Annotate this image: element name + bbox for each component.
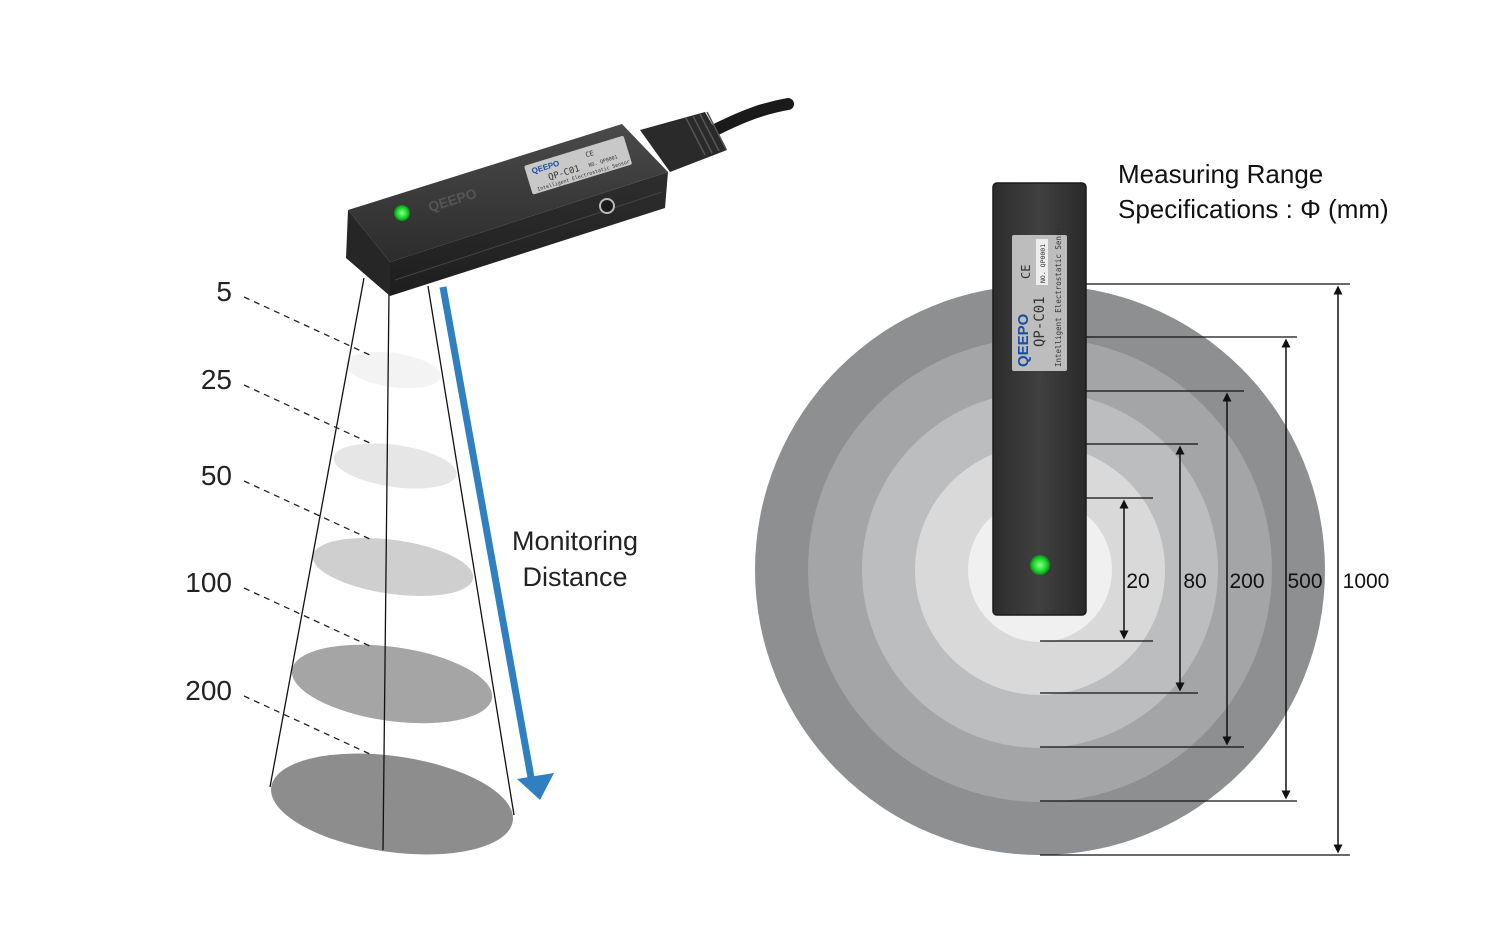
sensor-side-face [390, 172, 668, 296]
sensor-connector [640, 112, 727, 172]
detection-ellipse-100 [291, 644, 493, 724]
sensor-perspective: QEEPO QP-C01 Intelligent Electrostatic S… [346, 98, 794, 296]
monitoring-label-line1: Monitoring [512, 526, 638, 556]
distance-leader-lines [243, 296, 373, 756]
sensor-led-indicator [394, 205, 410, 221]
sensor-front-face [346, 210, 390, 296]
range-label-500: 500 [1287, 570, 1322, 593]
distance-label-25: 25 [201, 364, 232, 395]
detection-ellipses [271, 351, 513, 855]
monitoring-distance-diagram: 5 25 50 100 200 Monitoring Distance [185, 98, 794, 855]
dimension-arrows [1119, 285, 1343, 854]
sensor-top-label-sticker [1012, 235, 1067, 371]
sensor-top-view: QEEPO QP-C01 Intelligent Electrostatic S… [992, 182, 1087, 616]
distance-labels: 5 25 50 100 200 [185, 276, 232, 706]
distance-label-100: 100 [185, 567, 232, 598]
monitoring-distance-arrow [439, 286, 554, 800]
detection-cone [269, 277, 515, 851]
sensor-label-sticker [524, 136, 632, 195]
sensor-jack-icon [599, 198, 615, 214]
range-label-200: 200 [1229, 570, 1264, 593]
distance-label-200: 200 [185, 675, 232, 706]
measuring-range-title-line1: Measuring Range [1118, 159, 1323, 189]
svg-text:CE: CE [584, 149, 594, 159]
svg-text:Intelligent Electrostatic Sens: Intelligent Electrostatic Sensor [1054, 222, 1063, 367]
sensor-top-led-indicator [1030, 555, 1050, 575]
range-label-80: 80 [1183, 570, 1206, 593]
sensor-cable [709, 98, 794, 136]
distance-label-5: 5 [216, 276, 232, 307]
monitoring-label-line2: Distance [522, 562, 627, 592]
svg-text:QP-C01: QP-C01 [1032, 296, 1048, 347]
detection-ellipse-5 [345, 351, 441, 389]
detection-ellipse-25 [333, 443, 457, 489]
distance-label-50: 50 [201, 460, 232, 491]
detection-ellipse-50 [312, 537, 474, 597]
measuring-range-diagram: 20 80 200 500 1000 Measuring Range Speci… [755, 159, 1390, 856]
detection-ellipse-200 [271, 753, 513, 855]
svg-text:NO. QP0001: NO. QP0001 [1039, 244, 1047, 283]
range-label-20: 20 [1126, 570, 1149, 593]
measuring-range-title-line2: Specifications : Φ (mm) [1118, 194, 1389, 224]
range-label-1000: 1000 [1343, 570, 1390, 593]
svg-text:CE: CE [1019, 265, 1033, 279]
range-labels: 20 80 200 500 1000 [1126, 570, 1390, 593]
svg-text:QEEPO: QEEPO [1015, 313, 1032, 367]
